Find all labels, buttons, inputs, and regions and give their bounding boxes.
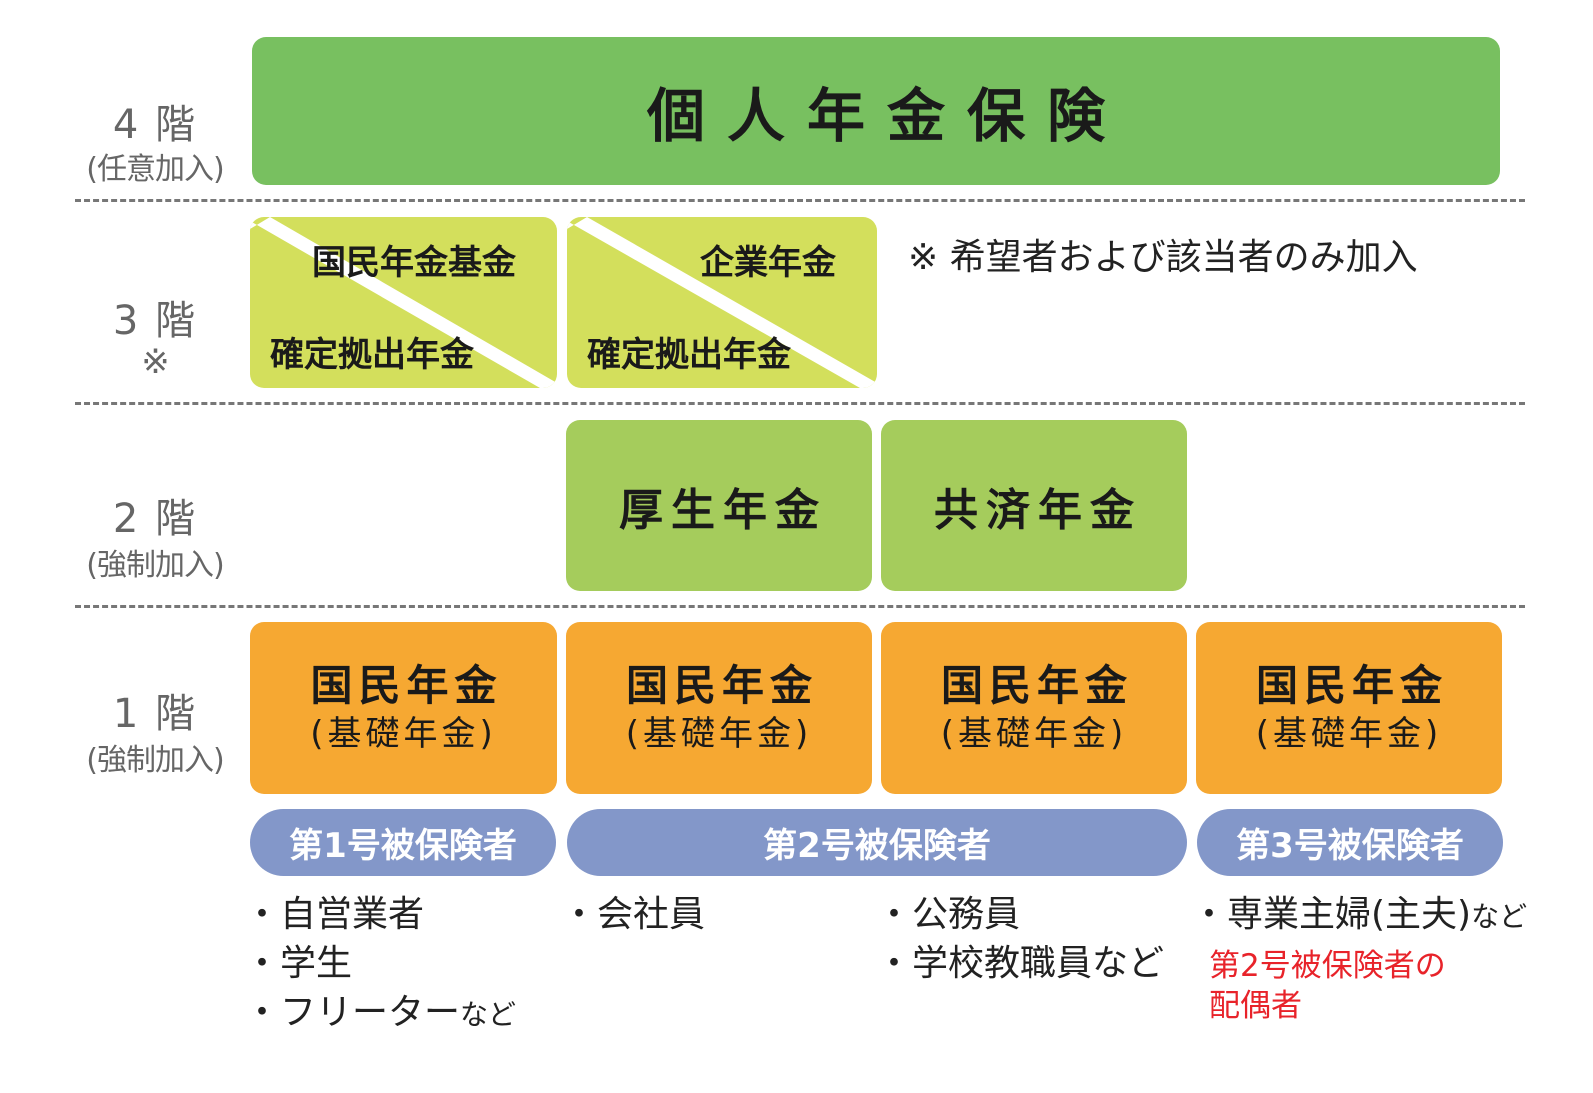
floor-3-label: 3 階 [112,298,198,344]
spouse-note-line: 第2号被保険者の [1209,948,1446,984]
list-item-text: ・専業主婦(主夫) [1191,894,1472,935]
employees-pension-label: 厚生年金 [619,484,827,536]
mutual-aid-pension-box: 共済年金 [881,420,1187,591]
floor-1-label: 1 階 [112,691,198,737]
floor-divider [75,402,1525,405]
list-item: ・専業主婦(主夫)など [1191,890,1527,941]
insured-type-1-pill: 第1号被保険者 [250,809,556,876]
floor-3-sublabel: ※ [141,342,170,382]
list-item: ・自営業者 [244,894,425,935]
list-item: ・学生 [244,943,353,984]
basic-pension-label: (基礎年金) [1255,714,1443,754]
employees-pension-box: 厚生年金 [566,420,872,591]
corporate-pension-label: 企業年金 [700,243,836,283]
list-item: ・公務員 [876,894,1021,935]
insured-type-3-pill: 第3号被保険者 [1197,809,1503,876]
floor-2-label: 2 階 [112,496,198,542]
spouse-note-line: 配偶者 [1209,988,1302,1024]
floor-1-sublabel: (強制加入) [86,743,224,778]
private-pension-box: 個人年金保険 [252,37,1500,185]
diagonal-divider [250,217,557,388]
mutual-aid-pension-label: 共済年金 [934,484,1142,536]
category-list-4: ・専業主婦(主夫)など [1191,890,1527,941]
national-pension-box-1: 国民年金 (基礎年金) [250,622,557,794]
list-item-suffix: など [1471,900,1528,933]
list-item-text: ・フリーター [244,992,461,1033]
basic-pension-label: (基礎年金) [310,714,497,754]
list-item: ・フリーターなど [244,988,516,1039]
floor-2-sublabel: (強制加入) [86,548,224,583]
national-pension-box-2: 国民年金 (基礎年金) [566,622,872,794]
floor-divider [75,199,1525,202]
spouse-note: 第2号被保険者の 配偶者 [1209,946,1446,1026]
category-list-1: ・自営業者 ・学生 ・フリーターなど [244,890,516,1039]
list-item: ・学校教職員など [876,943,1165,984]
floor-divider [75,605,1525,608]
list-item-suffix: など [460,998,517,1031]
national-pension-fund-label: 国民年金基金 [312,243,516,283]
category-list-3: ・公務員 ・学校教職員など [876,890,1164,988]
list-item: ・会社員 [561,894,706,935]
national-pension-box-3: 国民年金 (基礎年金) [881,622,1187,794]
basic-pension-label: (基礎年金) [940,714,1128,754]
insured-type-2-pill: 第2号被保険者 [567,809,1187,876]
basic-pension-label: (基礎年金) [625,714,813,754]
national-pension-label: 国民年金 [625,661,818,710]
floor-4-sublabel: (任意加入) [86,152,224,187]
national-pension-label: 国民年金 [1255,661,1448,710]
defined-contribution-label: 確定拠出年金 [270,335,474,375]
national-pension-box-4: 国民年金 (基礎年金) [1196,622,1502,794]
national-pension-fund-box: 国民年金基金 確定拠出年金 [250,217,557,388]
floor-4-label: 4 階 [112,102,198,148]
defined-contribution-label: 確定拠出年金 [587,335,791,375]
private-pension-title: 個人年金保険 [646,82,1127,150]
corporate-pension-box: 企業年金 確定拠出年金 [567,217,877,388]
national-pension-label: 国民年金 [940,661,1133,710]
tier3-note: ※ 希望者および該当者のみ加入 [908,237,1418,278]
category-list-2: ・会社員 [561,890,705,939]
diagonal-divider [567,217,877,388]
national-pension-label: 国民年金 [310,661,503,710]
